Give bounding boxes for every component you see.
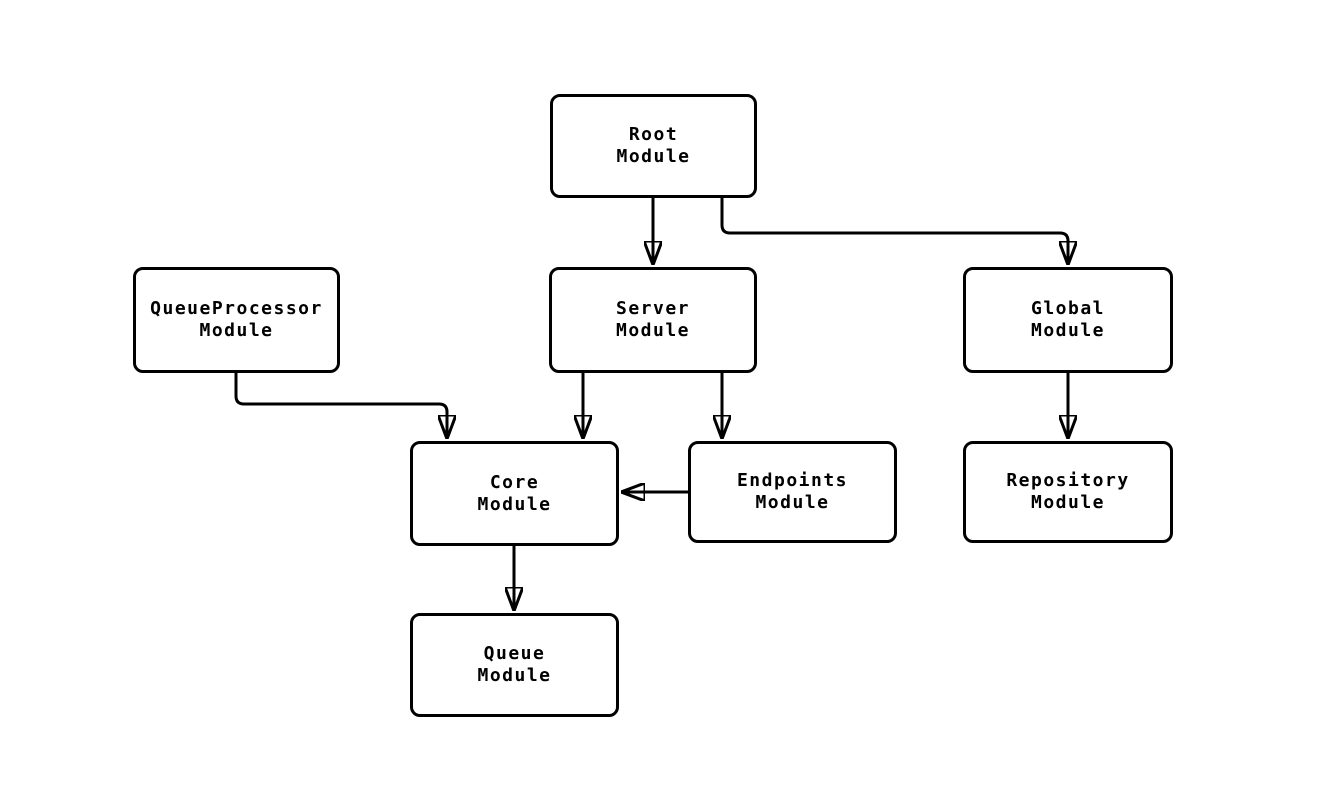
node-server-module: Server Module — [549, 267, 757, 373]
node-repository-module: Repository Module — [963, 441, 1173, 543]
node-repository-module-label: Repository Module — [1006, 470, 1130, 513]
node-global-module-label: Global Module — [1030, 298, 1106, 341]
edge-root-to-global — [720, 198, 1068, 264]
node-queue-module-label: Queue Module — [477, 643, 552, 686]
node-queue-module: Queue Module — [410, 613, 619, 717]
node-core-module: Core Module — [410, 441, 619, 546]
node-root-module: Root Module — [550, 94, 757, 198]
edge-queueprocessor-to-core — [234, 373, 447, 438]
node-server-module-label: Server Module — [615, 298, 691, 341]
node-endpoints-module: Endpoints Module — [688, 441, 897, 543]
node-global-module: Global Module — [963, 267, 1173, 373]
node-endpoints-module-label: Endpoints Module — [736, 470, 849, 513]
node-queueprocessor-module: QueueProcessor Module — [133, 267, 340, 373]
node-core-module-label: Core Module — [477, 471, 552, 515]
node-root-module-label: Root Module — [616, 124, 691, 167]
node-queueprocessor-module-label: QueueProcessor Module — [150, 298, 323, 341]
